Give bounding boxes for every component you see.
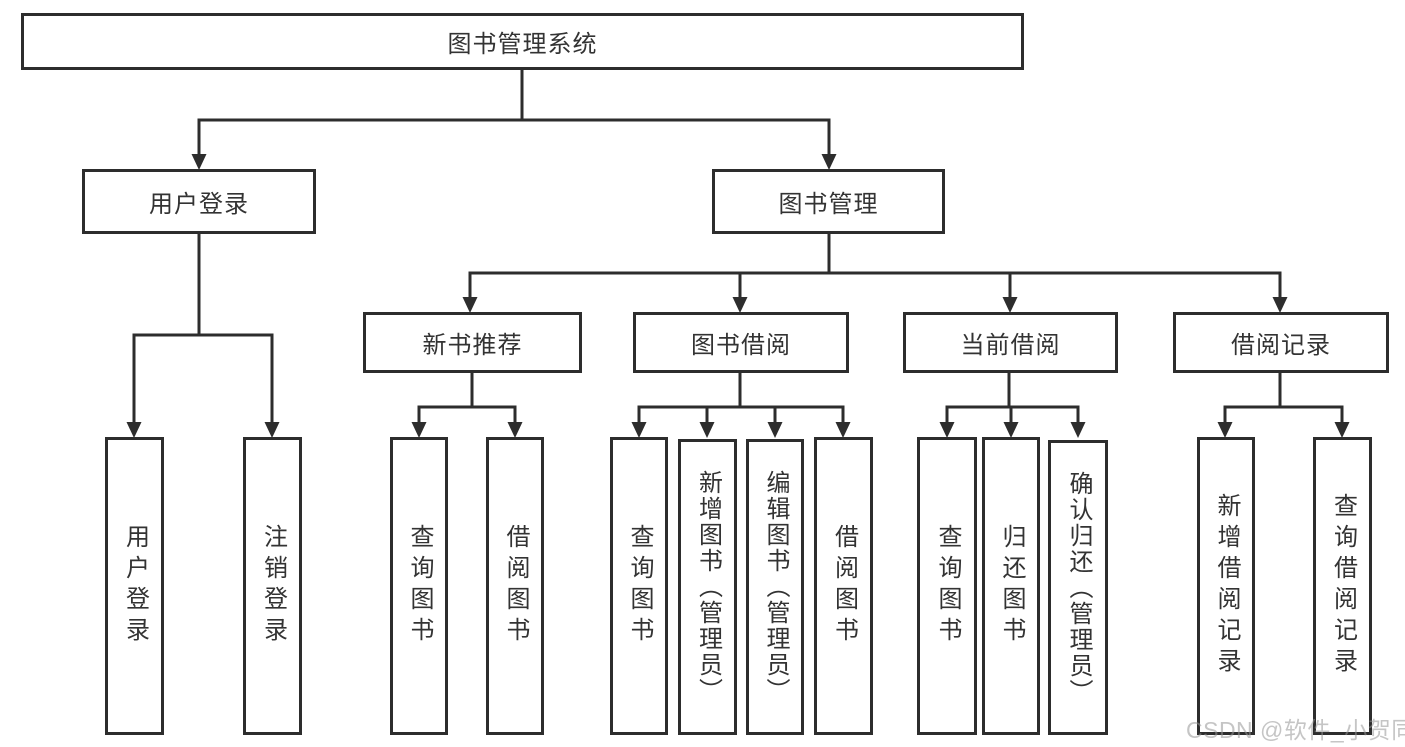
node-nb-query-books: 查询图书 (390, 437, 448, 735)
connector-records-to-children (1223, 372, 1344, 424)
connector-borrowing-to-children (637, 372, 845, 424)
node-logout: 注销登录 (243, 437, 302, 735)
connector-root-to-level2 (197, 69, 831, 157)
connector-newbook-to-children (417, 372, 517, 424)
arrowheads-records-to-children (1217, 422, 1350, 438)
node-nb-borrow-books: 借阅图书 (486, 437, 544, 735)
node-cb-return-books: 归还图书 (982, 437, 1040, 735)
node-new-book-recommend: 新书推荐 (363, 312, 582, 373)
node-borrowing-records: 借阅记录 (1173, 312, 1389, 373)
arrowheads-root-to-level2 (191, 154, 837, 170)
node-cb-query-books: 查询图书 (917, 437, 977, 735)
connector-current-to-children (945, 372, 1080, 424)
node-bb-edit-books-admin: 编辑图书（管理员） (746, 439, 804, 735)
connector-login-to-children (132, 234, 274, 424)
node-user-login: 用户登录 (105, 437, 164, 735)
node-br-add-record: 新增借阅记录 (1197, 437, 1255, 735)
csdn-watermark: CSDN @软件_小贺同学 (1186, 717, 1405, 743)
arrowheads-bookmgmt-to-level3 (462, 297, 1288, 313)
arrowheads-borrowing-to-children (631, 422, 851, 438)
node-cb-confirm-return-admin: 确认归还（管理员） (1048, 440, 1108, 735)
connector-bookmgmt-to-level3 (468, 233, 1282, 299)
node-user-login-group: 用户登录 (82, 169, 316, 234)
node-system-title: 图书管理系统 (21, 13, 1024, 70)
node-bb-query-books: 查询图书 (610, 437, 668, 735)
node-br-query-record: 查询借阅记录 (1313, 437, 1372, 735)
node-book-borrowing: 图书借阅 (633, 312, 849, 373)
node-book-management: 图书管理 (712, 169, 945, 234)
node-bb-borrow-books: 借阅图书 (814, 437, 873, 735)
arrowheads-login-to-children (126, 422, 280, 438)
arrowheads-newbook-to-children (411, 422, 523, 438)
node-bb-add-books-admin: 新增图书（管理员） (678, 439, 737, 735)
arrowheads-current-to-children (939, 422, 1086, 438)
node-current-borrowing: 当前借阅 (903, 312, 1118, 373)
